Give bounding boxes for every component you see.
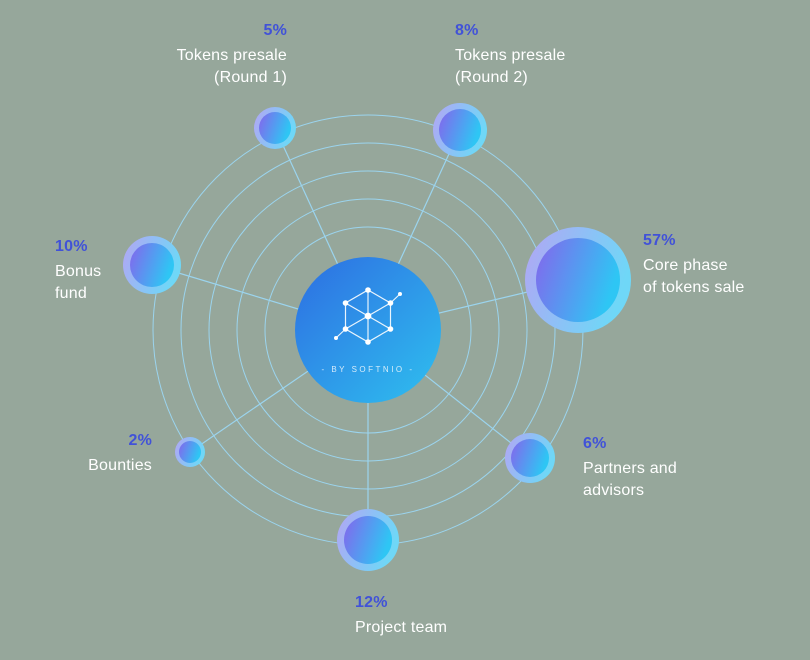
- segment-percent: 2%: [128, 432, 152, 449]
- segment-name: Core phase of tokens sale: [643, 257, 745, 296]
- segment-percent: 12%: [355, 594, 388, 611]
- network-hexagon-icon: [334, 287, 402, 345]
- segment-label-bounties: 2% Bounties: [88, 430, 152, 477]
- segment-percent: 5%: [263, 22, 287, 39]
- segment-name: Partners and advisors: [583, 460, 678, 499]
- segment-percent: 8%: [455, 22, 479, 39]
- segment-name: Bounties: [88, 457, 152, 474]
- segment-label-partners-advisors: 6% Partners and advisors: [583, 433, 677, 502]
- segment-label-project-team: 12% Project team: [355, 592, 447, 639]
- node-core-phase: [525, 227, 631, 333]
- segment-percent: 57%: [643, 232, 676, 249]
- segment-label-core-phase: 57% Core phase of tokens sale: [643, 230, 745, 299]
- segment-name: Bonus fund: [55, 263, 102, 302]
- segment-name: Tokens presale (Round 2): [455, 47, 566, 86]
- node-partners-advisors: [505, 433, 555, 483]
- node-presale-round1: [254, 107, 296, 149]
- node-bonus-fund: [123, 236, 181, 294]
- brand-caption: - BY SOFTNIO -: [321, 365, 414, 374]
- node-project-team: [337, 509, 399, 571]
- node-presale-round2: [433, 103, 487, 157]
- segment-label-presale-round1: 5% Tokens presale (Round 1): [177, 20, 287, 89]
- segment-name: Tokens presale (Round 1): [176, 47, 287, 86]
- node-bounties: [175, 437, 205, 467]
- segment-percent: 10%: [55, 238, 88, 255]
- segment-nodes: [123, 103, 631, 571]
- segment-percent: 6%: [583, 435, 607, 452]
- segment-name: Project team: [355, 619, 448, 636]
- segment-label-presale-round2: 8% Tokens presale (Round 2): [455, 20, 565, 89]
- segment-label-bonus-fund: 10% Bonus fund: [55, 236, 101, 305]
